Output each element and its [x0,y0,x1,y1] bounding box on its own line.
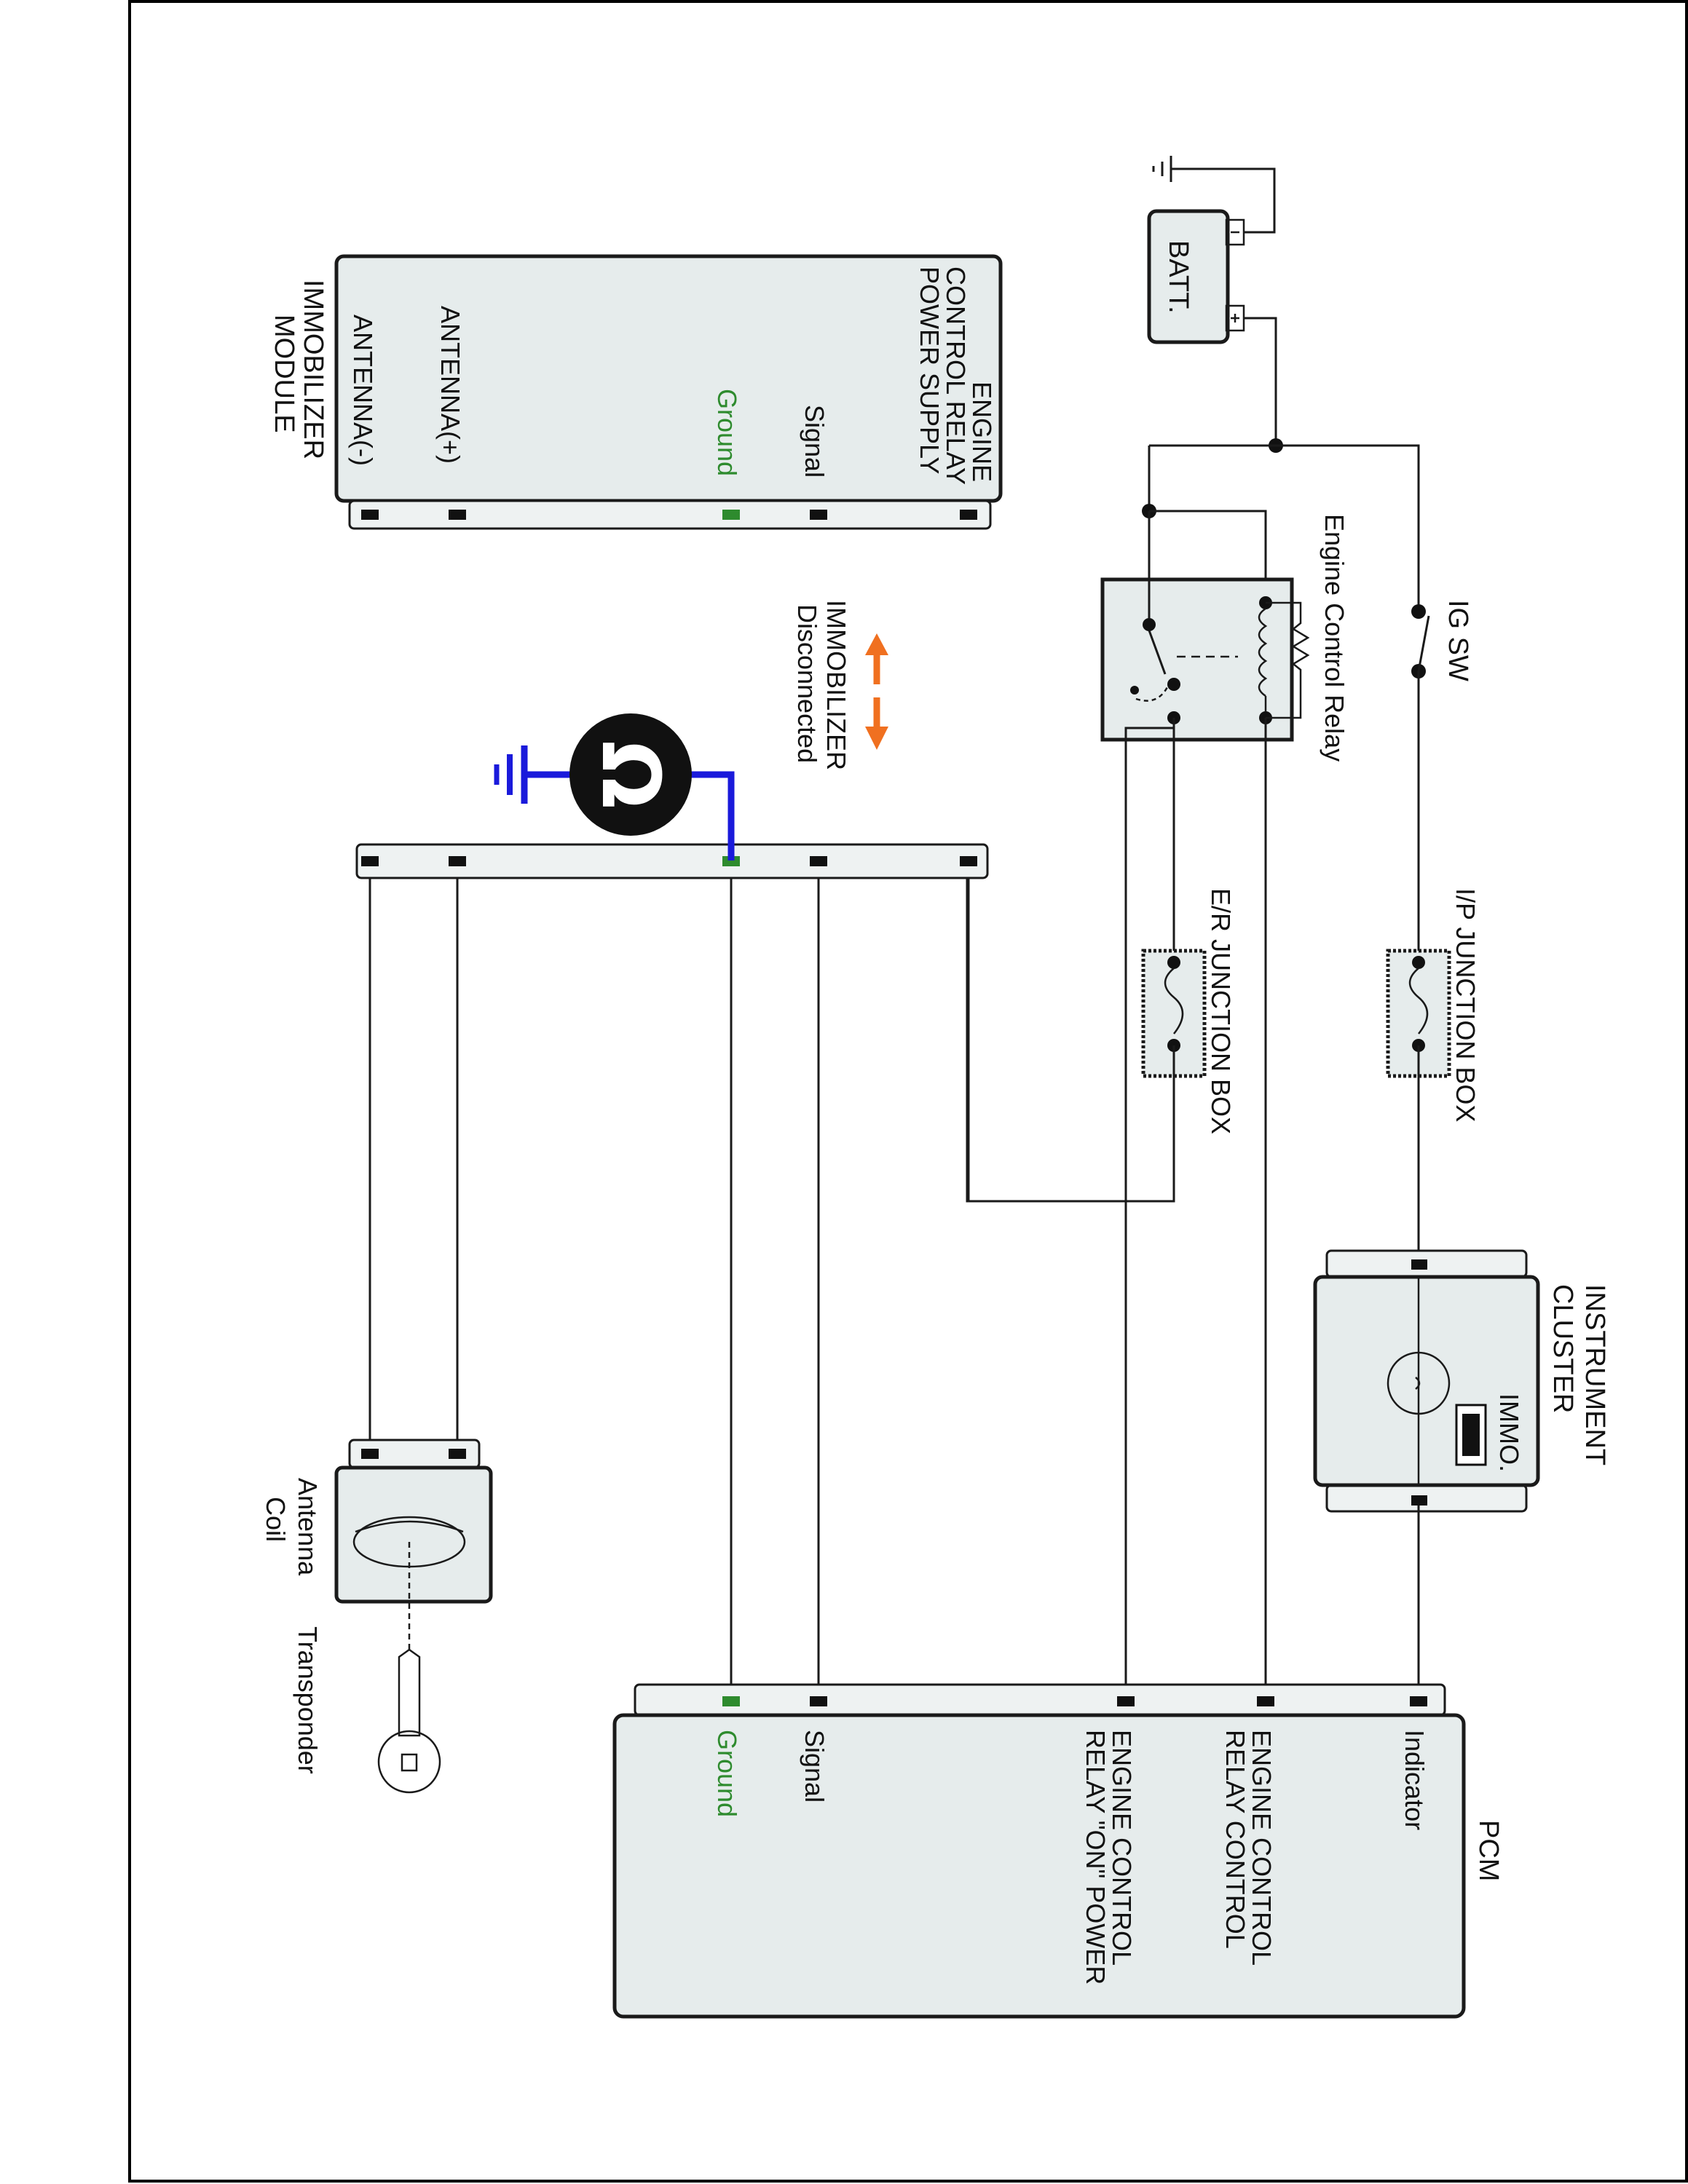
cluster-title-1: INSTRUMENT [1579,1284,1610,1465]
transponder-key-icon: Transponder [293,1626,441,1794]
module-antenna-neg-label: ANTENNA(-) [348,314,378,466]
relay-label: Engine Control Relay [1320,514,1349,761]
ig-switch-label: IG SW [1443,600,1473,681]
antenna-coil-label-2: Coil [261,1497,291,1542]
ohmmeter-icon [569,713,692,836]
module-signal-label: Signal [800,405,829,478]
pcm-ground-label: Ground [712,1730,742,1817]
module-power-label-1: ENGINE [967,381,997,482]
pcm-pin-indicator [1410,1696,1427,1706]
module-ground-label: Ground [712,389,742,476]
antenna-coil: Antenna Coil [261,1439,493,1653]
module-pin-antenna-neg [361,510,379,520]
disconnect-note-1: IMMOBILIZER [821,600,851,770]
pcm-relay-control-label-1: ENGINE CONTROL [1247,1730,1277,1966]
er-junction-label: E/R JUNCTION BOX [1206,888,1236,1134]
pcm-relay-control-label-2: RELAY CONTROL [1220,1730,1250,1949]
module-title-2: MODULE [269,314,299,433]
ig-switch: IG SW [1411,600,1473,681]
battery-ground-icon [1152,156,1276,234]
module-pin-signal [810,510,827,520]
immobilizer-module: ENGINE CONTROL RELAY POWER SUPPLY Signal… [269,254,1003,530]
cluster-title-2: CLUSTER [1547,1284,1578,1413]
disconnect-arrow-icon [865,633,888,750]
pcm-signal-label: Signal [800,1730,829,1803]
engine-control-relay [1100,511,1310,742]
module-power-label-2: CONTROL RELAY [941,266,971,485]
module-power-label-3: POWER SUPPLY [915,266,944,474]
pcm-pin-signal [810,1696,827,1706]
pcm-relay-power-label-1: ENGINE CONTROL [1107,1730,1137,1966]
module-connector-harness [355,843,989,879]
battery-label: BATT. [1163,240,1194,314]
antenna-coil-label-1: Antenna [293,1478,323,1576]
pcm-pin-relay-control [1257,1696,1274,1706]
battery: BATT. [1147,209,1245,344]
pcm-relay-power-label-2: RELAY "ON" POWER [1081,1730,1111,1985]
module-pin-ground [722,510,740,520]
module-pin-antenna-pos [449,510,466,520]
module-title-1: IMMOBILIZER [298,280,328,459]
pcm-indicator-label: Indicator [1400,1730,1429,1830]
ip-junction-label: I/P JUNCTION BOX [1451,888,1480,1122]
module-pin-power [960,510,977,520]
page-frame [128,0,1688,2183]
instrument-cluster: IMMO. INSTRUMENT CLUSTER [1313,1249,1610,1513]
pcm-pin-relay-power [1117,1696,1135,1706]
ohmmeter-symbol: Ω [584,740,677,809]
er-junction-box: E/R JUNCTION BOX [1141,888,1236,1134]
pcm-pin-ground [722,1696,740,1706]
ohmmeter: Ω [494,713,735,860]
pcm: PCM Indicator ENGINE CONTROL RELAY CONTR… [612,1683,1504,2019]
pcm-title: PCM [1473,1820,1504,1881]
immo-lamp-icon [1455,1404,1487,1466]
transponder-label: Transponder [293,1626,323,1774]
disconnect-note-2: Disconnected [792,604,822,763]
immo-label: IMMO. [1494,1393,1524,1472]
ip-junction-box: I/P JUNCTION BOX [1386,888,1480,1122]
module-antenna-pos-label: ANTENNA(+) [435,306,465,464]
